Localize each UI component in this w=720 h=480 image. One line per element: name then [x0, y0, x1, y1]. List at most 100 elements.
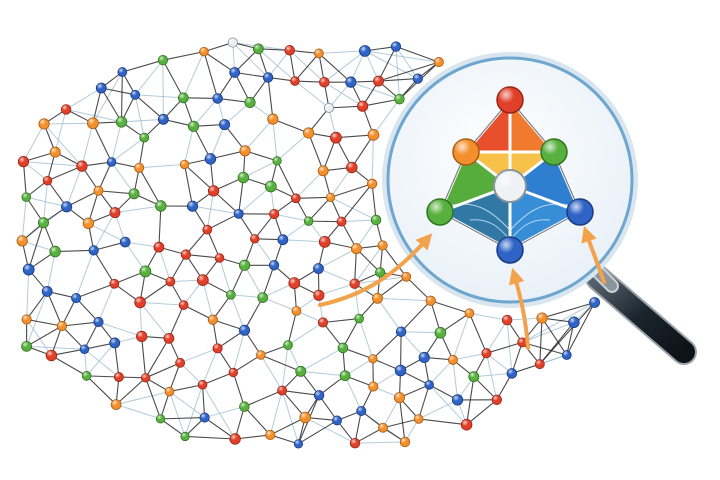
faint-edge: [344, 358, 374, 377]
network-edge: [139, 281, 171, 303]
network-edge: [260, 354, 301, 372]
network-node-orange: [164, 386, 175, 397]
network-edge: [26, 318, 63, 327]
faint-edge: [84, 348, 120, 378]
faint-edge: [111, 137, 145, 163]
network-edge: [270, 416, 306, 436]
network-edge: [377, 276, 407, 299]
faint-edge: [287, 322, 324, 346]
network-edge: [93, 250, 115, 285]
network-node-red: [214, 253, 225, 263]
network-node-orange: [314, 48, 324, 59]
network-node-red: [491, 394, 502, 405]
faint-edge: [364, 50, 419, 80]
network-edge: [355, 248, 381, 273]
network-edge: [395, 46, 440, 63]
network-edge: [468, 313, 487, 354]
network-node-green: [81, 371, 92, 381]
network-edge: [342, 318, 360, 349]
network-node-blue: [119, 236, 131, 248]
network-edge: [244, 390, 283, 408]
network-edge: [169, 384, 203, 393]
network-node-orange: [87, 117, 99, 130]
faint-edge: [139, 163, 185, 169]
network-edge: [378, 78, 418, 82]
network-edge: [382, 245, 407, 278]
faint-edge: [139, 302, 170, 339]
network-node-red: [349, 278, 360, 289]
network-edge: [486, 341, 523, 354]
network-edge: [51, 354, 87, 377]
network-node-red: [501, 314, 513, 326]
network-node-blue: [71, 292, 82, 304]
network-node-red: [373, 75, 384, 87]
faint-edge: [354, 441, 405, 444]
faint-edge: [179, 347, 218, 364]
faint-edge: [485, 353, 498, 400]
network-node-orange: [179, 159, 190, 170]
network-node-blue: [229, 67, 241, 78]
network-edge: [238, 177, 244, 214]
motif-node-center-white: [493, 169, 527, 203]
network-edge: [430, 300, 470, 314]
network-node-green: [128, 188, 140, 200]
network-edge: [378, 46, 397, 82]
faint-edge: [22, 240, 56, 253]
network-node-orange: [291, 305, 302, 316]
network-node-blue: [359, 45, 371, 57]
network-node-green: [337, 342, 349, 354]
network-edge: [232, 372, 245, 407]
faint-edge: [135, 94, 184, 99]
network-node-green: [339, 370, 351, 382]
faint-edge: [230, 294, 246, 331]
network-node-blue: [394, 364, 407, 377]
network-node-red: [481, 348, 492, 359]
network-edge: [185, 254, 220, 259]
network-node-red: [109, 278, 120, 289]
network-edge: [92, 87, 102, 124]
faint-edge: [244, 118, 274, 152]
network-edge: [541, 301, 595, 319]
faint-edge: [364, 50, 439, 63]
faint-edge: [134, 59, 164, 96]
network-edge: [400, 300, 432, 333]
network-edge: [322, 322, 344, 349]
network-node-blue: [130, 89, 141, 100]
network-edge: [98, 190, 135, 195]
faint-edge: [377, 298, 402, 332]
faint-edge: [134, 94, 145, 138]
network-node-red: [290, 76, 300, 86]
network-edge: [26, 291, 48, 320]
network-edge: [55, 249, 94, 253]
network-edge: [202, 371, 234, 386]
network-node-blue: [332, 415, 342, 426]
network-node-green: [177, 92, 189, 104]
faint-edge: [97, 283, 115, 323]
network-edge: [539, 302, 595, 365]
network-node-orange: [433, 57, 444, 68]
network-node-orange: [267, 113, 279, 125]
network-node-green: [252, 43, 264, 55]
network-node-blue: [199, 412, 210, 423]
faint-edge: [300, 347, 344, 372]
network-node-red: [460, 418, 473, 431]
network-edge: [61, 297, 77, 327]
network-edge: [101, 87, 136, 96]
faint-edge: [452, 313, 470, 361]
network-node-orange: [393, 392, 405, 404]
network-node-blue: [412, 73, 423, 84]
faint-edge: [354, 283, 360, 319]
network-node-red: [336, 216, 347, 227]
faint-edge: [318, 248, 357, 269]
faint-edge: [125, 241, 159, 248]
faint-edge: [46, 251, 56, 292]
faint-edge: [281, 390, 299, 444]
network-edge: [169, 254, 187, 282]
network-node-blue: [61, 201, 73, 213]
network-edge: [185, 229, 208, 255]
network-node-blue: [22, 263, 35, 276]
network-edge: [145, 377, 162, 420]
network-node-green: [49, 245, 61, 258]
network-node-orange: [82, 217, 95, 230]
network-node-orange: [367, 129, 380, 141]
